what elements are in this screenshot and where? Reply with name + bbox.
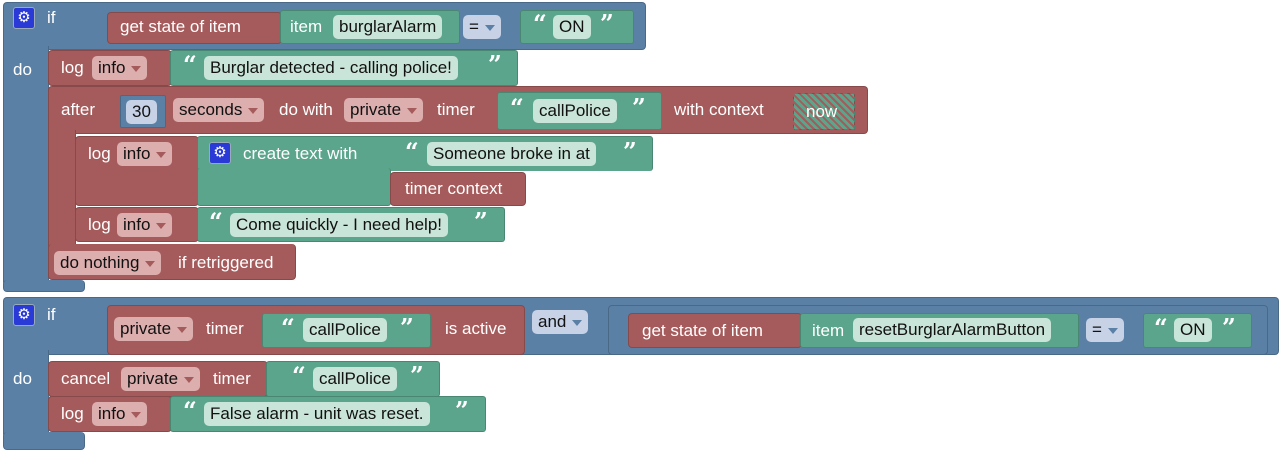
string-field[interactable]: Come quickly - I need help! [230, 213, 448, 237]
open-quote-icon: “ [209, 207, 223, 236]
close-quote-icon: ” [474, 207, 488, 236]
after-timer-spine [48, 130, 76, 248]
timer-name-field[interactable]: callPolice [533, 99, 617, 123]
string-field[interactable]: ON [1174, 318, 1212, 342]
item-name-field[interactable]: resetBurglarAlarmButton [853, 318, 1052, 342]
close-quote-icon: ” [488, 50, 502, 79]
and-dropdown[interactable]: and [532, 310, 589, 334]
if-label: if [47, 305, 56, 324]
create-text-block-body [197, 168, 391, 206]
operator-dropdown[interactable]: = [463, 15, 501, 39]
if-block-1-bottom [3, 280, 85, 292]
log-level-dropdown[interactable]: info [117, 142, 173, 166]
close-quote-icon: ” [600, 9, 614, 38]
do-with-label: do with [279, 100, 333, 119]
cancel-label: cancel [61, 369, 111, 388]
string-field[interactable]: ON [553, 15, 591, 39]
now-label: now [806, 102, 838, 121]
gear-icon[interactable]: ⚙ [13, 304, 35, 326]
timer-label: timer [437, 100, 475, 119]
log-level-dropdown[interactable]: info [117, 213, 173, 237]
retrigger-label: if retriggered [178, 253, 274, 272]
string-field[interactable]: False alarm - unit was reset. [204, 402, 430, 426]
timer-context-block[interactable] [390, 172, 526, 206]
if-label: if [47, 8, 56, 27]
unit-dropdown[interactable]: seconds [173, 98, 265, 122]
close-quote-icon: ” [455, 396, 469, 425]
string-field[interactable]: Someone broke in at [427, 142, 596, 166]
number-field[interactable]: 30 [126, 100, 157, 124]
timer-context-label: timer context [405, 179, 503, 198]
get-state-block[interactable] [628, 313, 802, 348]
timer-label: timer [213, 369, 251, 388]
with-context-label: with context [674, 100, 764, 119]
log-level-dropdown[interactable]: info [92, 402, 148, 426]
open-quote-icon: “ [183, 396, 197, 425]
if-block-1-spine [3, 46, 49, 286]
open-quote-icon: “ [281, 313, 295, 342]
open-quote-icon: “ [533, 9, 547, 38]
log-label: log [61, 404, 84, 423]
create-text-label: create text with [243, 144, 358, 163]
do-label: do [13, 60, 32, 79]
close-quote-icon: ” [623, 137, 637, 166]
log-label: log [61, 58, 84, 77]
is-active-label: is active [445, 319, 507, 338]
string-field[interactable]: Burglar detected - calling police! [204, 56, 458, 80]
do-label: do [13, 369, 32, 388]
timer-name-field[interactable]: callPolice [313, 367, 397, 391]
log-level-dropdown[interactable]: info [92, 56, 148, 80]
close-quote-icon: ” [400, 313, 414, 342]
item-label: item [812, 321, 845, 340]
open-quote-icon: “ [292, 361, 306, 390]
open-quote-icon: “ [183, 50, 197, 79]
get-state-block[interactable] [107, 12, 282, 44]
log-label: log [88, 215, 111, 234]
timer-name-field[interactable]: callPolice [303, 318, 387, 342]
item-label: item [290, 17, 323, 36]
scope-dropdown[interactable]: private [344, 98, 424, 122]
open-quote-icon: “ [510, 93, 524, 122]
if-block-2-bottom [3, 432, 85, 450]
scope-dropdown[interactable]: private [114, 317, 194, 341]
get-state-label: get state of item [120, 17, 241, 36]
close-quote-icon: ” [632, 93, 646, 122]
operator-dropdown[interactable]: = [1086, 318, 1124, 342]
timer-label: timer [206, 319, 244, 338]
close-quote-icon: ” [1222, 313, 1236, 342]
log-label: log [88, 144, 111, 163]
item-name-field[interactable]: burglarAlarm [333, 15, 443, 39]
get-state-label: get state of item [642, 321, 763, 340]
scope-dropdown[interactable]: private [121, 367, 201, 391]
after-label: after [61, 100, 96, 119]
gear-icon[interactable]: ⚙ [209, 142, 231, 164]
open-quote-icon: “ [405, 137, 419, 166]
open-quote-icon: “ [1154, 313, 1168, 342]
gear-icon[interactable]: ⚙ [13, 7, 35, 29]
close-quote-icon: ” [410, 361, 424, 390]
retrigger-dropdown[interactable]: do nothing [54, 251, 162, 275]
if-block-2-spine [3, 350, 49, 438]
context-now-block[interactable] [793, 93, 855, 130]
